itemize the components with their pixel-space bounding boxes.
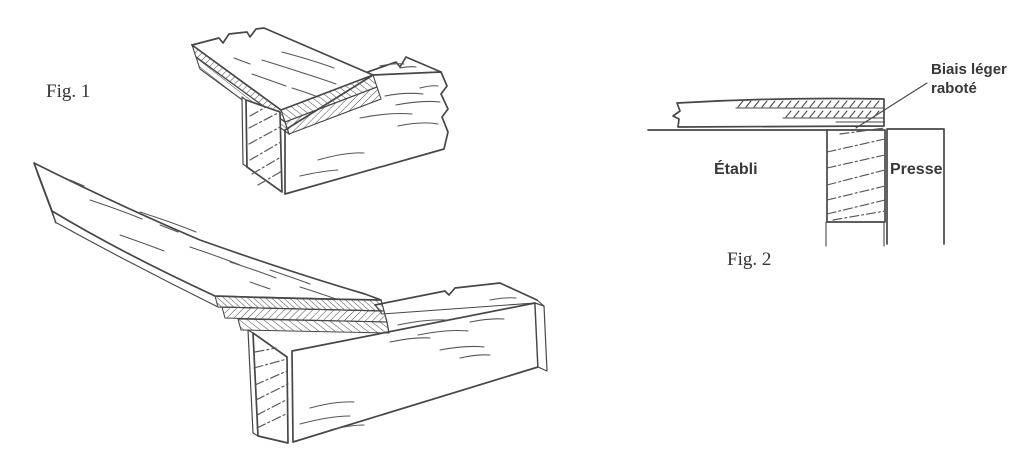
fig1-lower-laminated-edge: [54, 221, 390, 334]
fig2-glue-hatch-row1: [737, 100, 880, 108]
fig1-lower-clamp-post: [247, 329, 289, 444]
fig2-bevel-annotation-line2: raboté: [931, 80, 977, 97]
fig1-lower-bench-beam: [291, 282, 548, 443]
fig2-workpiece-block: [825, 127, 886, 247]
fig1-upper-sketch: [190, 27, 449, 195]
fig2-press-jaw: [886, 128, 945, 245]
fig1-lower-panel: [33, 162, 390, 334]
fig2-bevel-annotation-line1: Biais léger: [931, 61, 1007, 78]
fig2-section-view: [647, 82, 945, 247]
fig2-bench-label: Établi: [714, 161, 758, 178]
fig2-press-label: Presse: [890, 161, 943, 178]
fig2-caption: Fig. 2: [727, 249, 772, 270]
fig1-lower-sketch: [33, 162, 548, 444]
fig2-leader-line: [855, 82, 928, 129]
fig1-upper-clamp-post: [241, 96, 283, 193]
fig2-board: [672, 97, 885, 128]
fig2-bevel-annotation: Biais léger raboté: [931, 60, 1007, 98]
fig1-upper-bench-beam: [284, 56, 449, 195]
fig1-caption: Fig. 1: [46, 81, 91, 102]
fig2-glue-hatch-row2: [785, 110, 880, 118]
